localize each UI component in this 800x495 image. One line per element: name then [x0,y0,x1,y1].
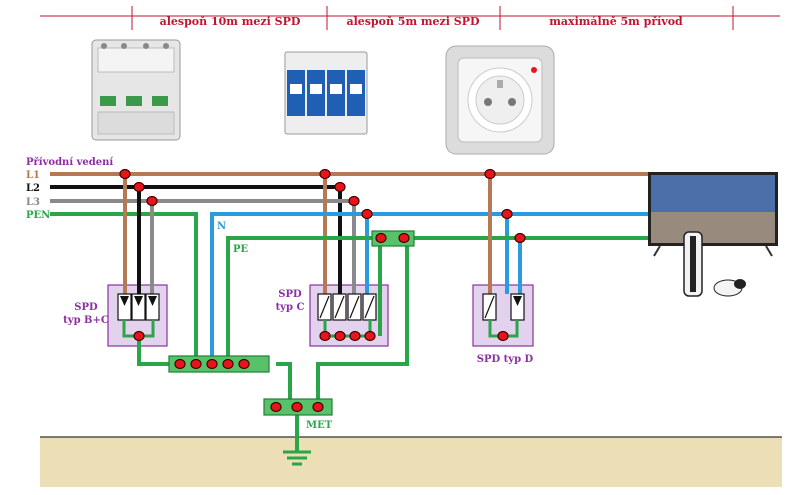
spd-c-device-picture [284,51,368,135]
spd-bc-elements [117,293,160,321]
connection-nodes [119,168,526,413]
distance-label-3: maximálně 5m přívod [549,15,683,28]
spd-c-bond [323,320,372,338]
socket-device-picture [445,45,555,155]
spd-bc-label-1: SPD [74,302,98,313]
met-label: MET [306,420,333,431]
spd-c-label-2: typ C [276,302,305,313]
spd-bc-earth [137,336,180,366]
pe-label: PE [233,244,249,255]
ground-strip [40,437,782,487]
game-console-picture [683,231,746,297]
spd-c-label-1: SPD [278,289,302,300]
distance-label-2: alespoň 5m mezi SPD [346,15,480,28]
n-label: N [217,221,226,232]
pe-to-met [316,238,409,407]
spd-bc-label-2: typ B+C [63,315,109,326]
pe-line [226,236,648,364]
l3-label: L3 [26,197,40,208]
distance-label-1: alespoň 10m mezi SPD [160,15,301,28]
pen-line [50,212,198,364]
spd-d-label: SPD typ D [477,354,534,365]
spd-bc-device-picture [91,39,181,141]
spd-c-elements [317,293,377,321]
supply-title: Přívodní vedení [26,157,113,168]
bar-to-met [276,362,292,407]
pen-label: PEN [26,210,50,221]
l2-label: L2 [26,183,40,194]
tv-device-picture [648,172,778,257]
l1-label: L1 [26,170,40,181]
